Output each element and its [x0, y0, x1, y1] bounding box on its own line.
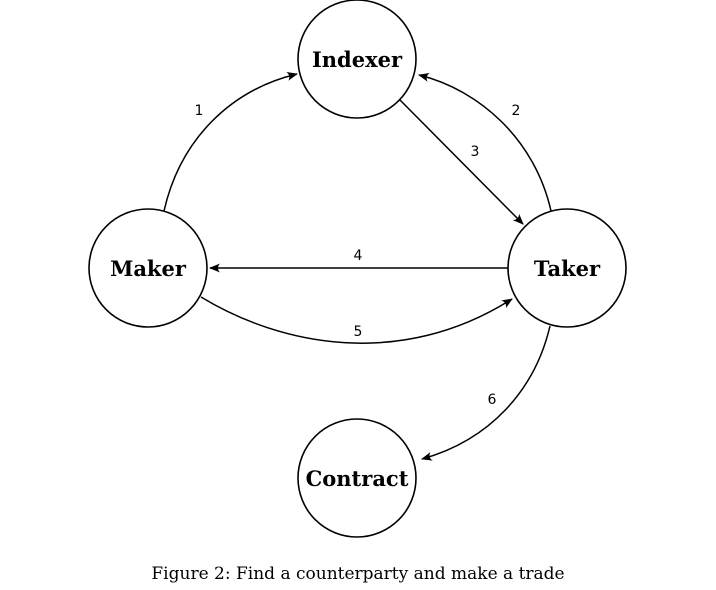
- edge-5: 5: [200, 296, 513, 344]
- edge-3-label: 3: [471, 144, 480, 160]
- node-contract: Contract: [297, 418, 417, 538]
- node-contract-label: Contract: [306, 466, 409, 491]
- edge-5-line: [200, 296, 513, 344]
- edge-4-label: 4: [354, 248, 363, 264]
- node-indexer-circle: [297, 0, 417, 119]
- edge-3: 3: [399, 99, 524, 225]
- edge-6-line: [421, 325, 551, 461]
- edge-5-label: 5: [354, 324, 363, 340]
- edge-6: 6: [421, 325, 551, 461]
- node-indexer-label: Indexer: [312, 47, 403, 72]
- node-maker-label: Maker: [110, 256, 187, 281]
- edge-6-label: 6: [488, 392, 497, 408]
- edge-1-label: 1: [195, 103, 204, 119]
- edge-1: 1: [163, 71, 298, 212]
- node-maker-circle: [88, 208, 208, 328]
- node-taker-label: Taker: [534, 256, 601, 281]
- figure-caption: Figure 2: Find a counterparty and make a…: [151, 564, 565, 584]
- edge-2-label: 2: [512, 103, 521, 119]
- edge-2-line: [418, 73, 552, 212]
- node-contract-circle: [297, 418, 417, 538]
- edge-2: 2: [418, 73, 552, 212]
- edge-1-line: [163, 71, 298, 212]
- node-taker-circle: [507, 208, 627, 328]
- node-indexer: Indexer: [297, 0, 417, 119]
- node-maker: Maker: [88, 208, 208, 328]
- node-taker: Taker: [507, 208, 627, 328]
- edge-4: 4: [209, 248, 508, 273]
- edge-3-line: [399, 99, 524, 225]
